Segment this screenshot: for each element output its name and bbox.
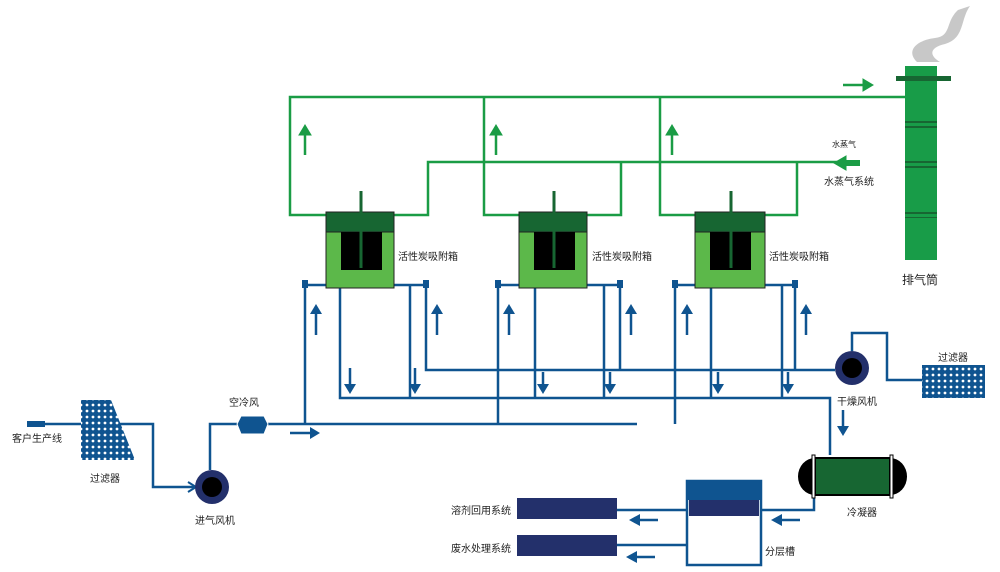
condenser-label: 冷凝器: [847, 506, 877, 519]
intake-fan-label: 进气风机: [195, 514, 235, 527]
intake-fan: [195, 470, 229, 504]
adsorber-2-label: 活性炭吸附箱: [592, 250, 652, 263]
adsorber-3-label: 活性炭吸附箱: [769, 250, 829, 263]
air-cooler-label: 空冷风: [229, 396, 259, 409]
adsorber-3: [694, 191, 766, 289]
dry-fan: [835, 351, 869, 385]
green-arrows: [298, 78, 874, 171]
air-cooler: [236, 415, 269, 435]
condenser: [798, 454, 907, 499]
adsorber-1-label: 活性炭吸附箱: [398, 250, 458, 263]
wastewater-tank: [517, 535, 617, 556]
connector-valves: [27, 280, 798, 427]
steam-label: 水蒸气: [832, 139, 856, 149]
solvent-recovery-tank: [517, 498, 617, 519]
filter-2-label: 过滤器: [938, 351, 968, 364]
exhaust-pipes: [288, 95, 905, 217]
exhaust-stack: [896, 66, 951, 260]
separator-tank: [685, 479, 763, 567]
smoke: [912, 6, 970, 62]
customer-line-label: 客户生产线: [12, 432, 62, 445]
stack-label: 排气筒: [902, 272, 938, 287]
filter-1-label: 过滤器: [90, 472, 120, 485]
solvent-recovery-label: 溶剂回用系统: [451, 504, 511, 517]
adsorber-2: [518, 191, 588, 289]
steam-system-label: 水蒸气系统: [824, 175, 874, 188]
dry-filter: [922, 365, 985, 398]
flow-arrows: [187, 304, 849, 563]
dry-fan-label: 干燥风机: [837, 395, 877, 408]
intake-filter: [81, 400, 135, 460]
separator-label: 分层槽: [765, 545, 795, 558]
adsorber-1: [325, 191, 395, 289]
wastewater-label: 废水处理系统: [451, 542, 511, 555]
